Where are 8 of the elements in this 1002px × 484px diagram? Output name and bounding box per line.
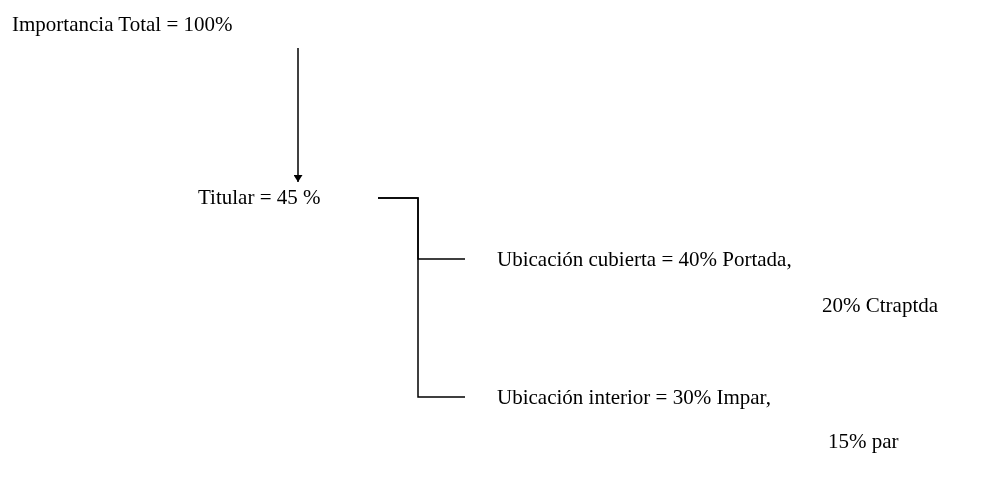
node-text: 20% Ctraptda [822, 293, 939, 317]
connector-line [377, 197, 466, 398]
node-text: Titular = 45 % [198, 185, 322, 209]
node-text: Ubicación cubierta = 40% Portada, [497, 247, 793, 271]
node-text: Importancia Total = 100% [12, 12, 234, 36]
node-text: 15% par [828, 429, 899, 453]
arrow [294, 47, 302, 183]
node-text: Ubicación interior = 30% Impar, [497, 385, 772, 409]
